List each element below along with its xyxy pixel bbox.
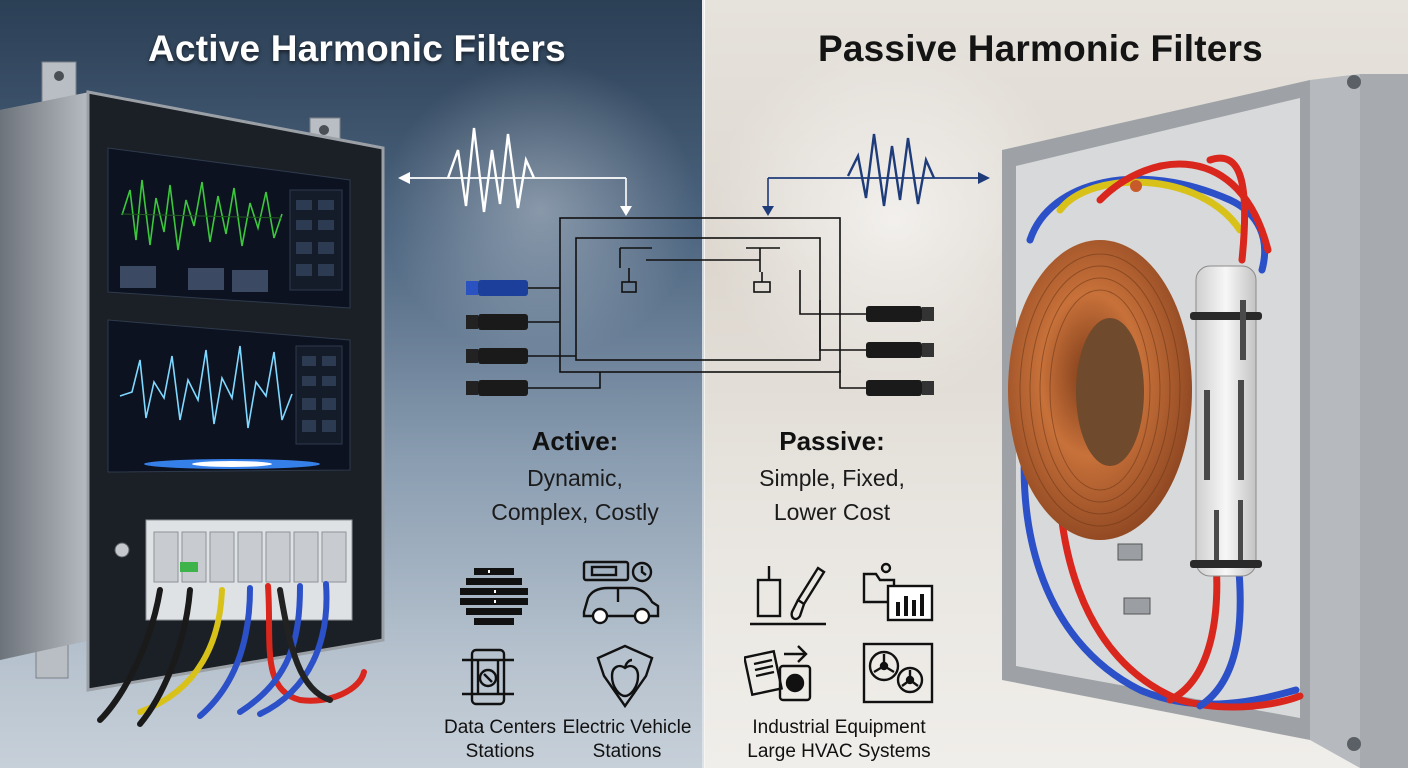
active-summary-heading: Active: (531, 426, 619, 456)
active-filters-title: Active Harmonic Filters (148, 28, 566, 69)
server-rack-icon (458, 566, 532, 628)
capacitor-tool-icon (748, 560, 828, 628)
electric-vehicle-label-line-2: Stations (592, 741, 662, 762)
electric-vehicle-label: Electric Vehicle Stations (560, 716, 694, 764)
data-centers-label: Data Centers Stations (440, 716, 560, 764)
active-summary-line-2: Complex, Costly (491, 499, 659, 525)
industrial-equipment-label: Industrial Equipment (752, 717, 926, 738)
left-connectors (466, 280, 528, 396)
passive-filters-title: Passive Harmonic Filters (818, 28, 1263, 69)
active-summary: Active: Dynamic, Complex, Costly (470, 426, 680, 529)
large-hvac-systems-label: Large HVAC Systems (747, 741, 931, 762)
center-divider (702, 0, 705, 768)
apple-shield-icon (590, 642, 660, 710)
active-waveform (446, 127, 536, 213)
passive-summary-heading: Passive: (779, 426, 885, 456)
folder-chart-icon (860, 560, 936, 624)
electric-vehicle-label-line-1: Electric Vehicle (562, 717, 692, 738)
passive-summary-line-2: Lower Cost (773, 499, 891, 525)
active-summary-line-1: Dynamic, (527, 465, 623, 491)
electric-car-icon (578, 558, 664, 630)
passive-summary-line-1: Simple, Fixed, (759, 465, 905, 491)
passive-waveform (846, 133, 936, 207)
hvac-fan-icon (862, 642, 934, 704)
data-centers-label-line-2: Stations (465, 741, 535, 762)
charging-station-icon (460, 646, 516, 708)
right-connectors (866, 306, 934, 396)
industrial-equipment-icon (744, 640, 818, 706)
data-centers-label-line-1: Data Centers (444, 717, 556, 738)
passive-applications-label: Industrial Equipment Large HVAC Systems (736, 716, 942, 764)
passive-summary: Passive: Simple, Fixed, Lower Cost (732, 426, 932, 529)
